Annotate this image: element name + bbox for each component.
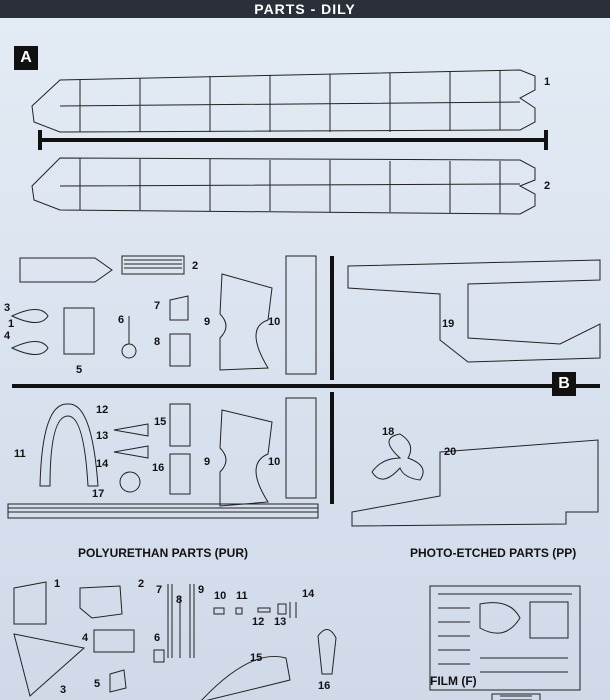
pur-2-label: 2 bbox=[138, 578, 145, 590]
hull-part-2 bbox=[31, 157, 536, 215]
part-b-18-label: 18 bbox=[382, 426, 395, 438]
pur-8-label: 8 bbox=[176, 594, 183, 606]
part-a-1-label: 1 bbox=[8, 318, 15, 330]
pur-4 bbox=[93, 629, 135, 653]
pur-4-label: 4 bbox=[82, 632, 89, 644]
section-a-badge: A bbox=[14, 46, 38, 70]
pur-14-label: 14 bbox=[302, 588, 315, 600]
pur-12-label: 12 bbox=[252, 616, 265, 628]
pur-6 bbox=[153, 649, 165, 663]
pur-2 bbox=[79, 585, 123, 619]
pp-title: PHOTO-ETCHED PARTS (PP) bbox=[410, 546, 577, 560]
part-a-4-label: 4 bbox=[4, 330, 11, 342]
part-b-15 bbox=[7, 503, 319, 519]
part-b-14 bbox=[119, 471, 141, 493]
part-b-20-label: 20 bbox=[444, 446, 457, 458]
part-a-9 bbox=[219, 273, 273, 371]
pur-5-label: 5 bbox=[94, 678, 101, 690]
pur-3-label: 3 bbox=[60, 684, 67, 696]
part-b-9-label: 9 bbox=[204, 456, 211, 468]
part-b-18 bbox=[371, 433, 424, 481]
hull-2-label: 2 bbox=[544, 180, 551, 192]
part-b-17 bbox=[169, 453, 191, 495]
pur-13 bbox=[277, 603, 287, 615]
part-a-10 bbox=[285, 255, 317, 375]
section-b-badge: B bbox=[552, 372, 576, 396]
part-a-1 bbox=[19, 257, 113, 283]
film-strip bbox=[491, 693, 541, 700]
part-b-20 bbox=[351, 439, 599, 527]
part-a-4 bbox=[10, 341, 49, 355]
part-b-15-label: 17 bbox=[92, 488, 105, 500]
part-b-14-label: 14 bbox=[96, 458, 109, 470]
part-a-19-label: 19 bbox=[442, 318, 455, 330]
pur-11-label: 11 bbox=[236, 590, 248, 602]
part-a-7 bbox=[169, 295, 189, 321]
part-b-11-label: 11 bbox=[14, 448, 26, 460]
pur-12 bbox=[257, 607, 271, 613]
pur-7-label: 7 bbox=[156, 584, 163, 596]
part-a-8 bbox=[169, 333, 191, 367]
part-a-9-label: 9 bbox=[204, 316, 211, 328]
part-a-2-label: 2 bbox=[192, 260, 199, 272]
part-a-2 bbox=[121, 255, 185, 275]
part-a-19 bbox=[347, 259, 601, 363]
part-b-12-label: 12 bbox=[96, 404, 109, 416]
pur-9 bbox=[189, 584, 195, 658]
film-title: FILM (F) bbox=[430, 674, 477, 688]
pur-15-label: 15 bbox=[250, 652, 263, 664]
pp-fret bbox=[429, 585, 581, 691]
pur-9-label: 9 bbox=[198, 584, 205, 596]
hull-1-label: 1 bbox=[544, 76, 551, 88]
part-b-13-label: 13 bbox=[96, 430, 109, 442]
part-a-5-label: 5 bbox=[76, 364, 83, 376]
part-a-5 bbox=[63, 307, 95, 355]
pur-5 bbox=[109, 669, 127, 693]
pur-1-label: 1 bbox=[54, 578, 61, 590]
pur-15 bbox=[201, 655, 291, 700]
part-a-10-label: 10 bbox=[268, 316, 281, 328]
part-b-12 bbox=[113, 423, 149, 437]
pur-10-label: 10 bbox=[214, 590, 227, 602]
pur-3 bbox=[13, 633, 86, 697]
pur-6-label: 6 bbox=[154, 632, 161, 644]
pur-title: POLYURETHAN PARTS (PUR) bbox=[78, 546, 249, 560]
parts-sheet: A 1 2 1 2 3 4 5 6 7 8 9 10 19 B 11 12 13… bbox=[0, 18, 610, 700]
part-a-3 bbox=[10, 309, 49, 323]
part-b-9 bbox=[219, 409, 273, 507]
part-a-6-label: 6 bbox=[118, 314, 125, 326]
part-b-13 bbox=[113, 445, 149, 459]
part-a-8-label: 8 bbox=[154, 336, 161, 348]
pur-7 bbox=[167, 584, 173, 658]
part-b-16-label: 15 bbox=[154, 416, 167, 428]
part-a-3-label: 3 bbox=[4, 302, 11, 314]
part-a-7-label: 7 bbox=[154, 300, 161, 312]
parts-drawing bbox=[7, 69, 601, 700]
pur-11 bbox=[235, 607, 243, 615]
part-b-11 bbox=[39, 403, 99, 487]
part-b-17-label: 16 bbox=[152, 462, 165, 474]
pur-10 bbox=[213, 607, 225, 615]
pur-14 bbox=[289, 602, 297, 618]
pur-16-label: 16 bbox=[318, 680, 331, 692]
header-title: PARTS - DILY bbox=[0, 0, 610, 18]
pur-13-label: 13 bbox=[274, 616, 287, 628]
pur-1 bbox=[13, 581, 47, 625]
part-b-16 bbox=[169, 403, 191, 447]
hull-part-1 bbox=[31, 69, 536, 133]
pur-16 bbox=[317, 629, 337, 675]
part-b-10-label: 10 bbox=[268, 456, 281, 468]
part-b-10 bbox=[285, 397, 317, 499]
